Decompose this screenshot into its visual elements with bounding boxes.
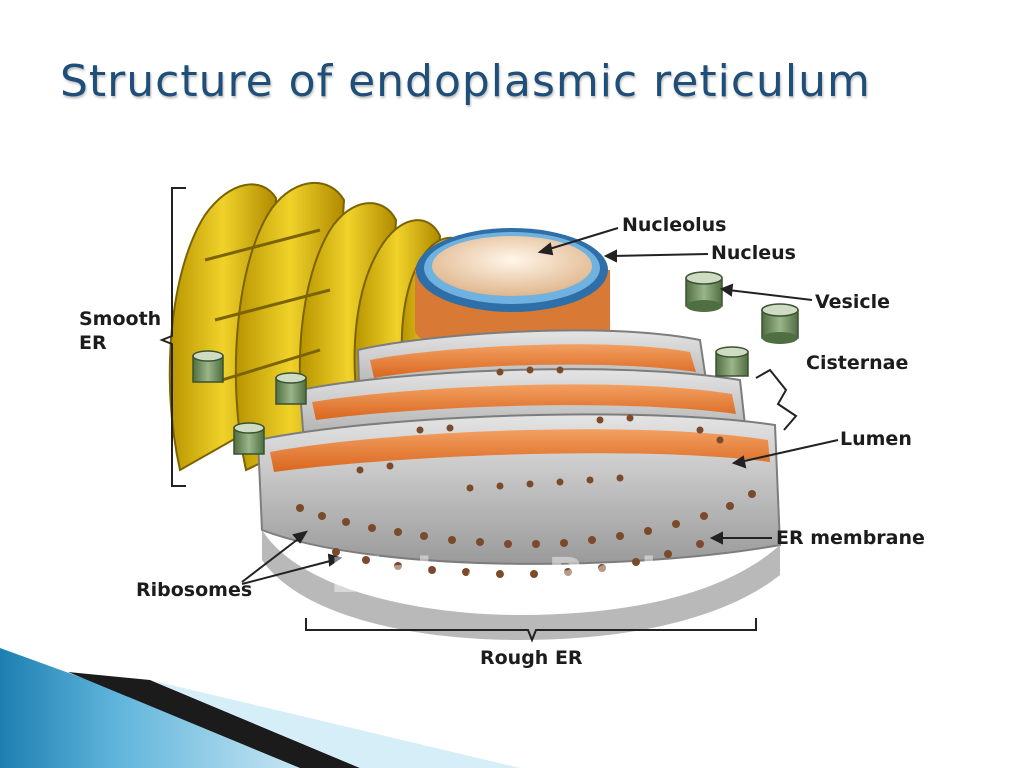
rough-er-illustration — [256, 329, 782, 640]
label-smooth-er: Smooth ER — [79, 308, 162, 354]
watermark-text: Biology Brain — [330, 548, 692, 604]
smooth-er-bracket — [159, 187, 186, 487]
pointer-arrows — [241, 227, 839, 585]
label-lumen: Lumen — [840, 428, 912, 450]
vesicle-shape — [192, 350, 224, 383]
vesicles-illustration — [192, 271, 799, 455]
label-vesicle: Vesicle — [815, 291, 891, 313]
decorative-corner-band — [0, 648, 520, 768]
label-ribosomes: Ribosomes — [136, 579, 253, 601]
ribosomes-illustration — [296, 366, 756, 578]
vesicle-shape — [761, 303, 799, 344]
vesicle-shape — [233, 422, 265, 455]
label-nucleolus: Nucleolus — [622, 214, 727, 236]
cisternae-bracket — [755, 368, 798, 431]
label-rough-er: Rough ER — [480, 647, 583, 669]
nucleus-illustration — [415, 228, 610, 353]
vesicle-shape — [685, 271, 723, 312]
slide-title: Structure of endoplasmic reticulum — [60, 56, 871, 107]
vesicle-shape — [275, 372, 307, 405]
label-nucleus: Nucleus — [711, 242, 796, 264]
label-cisternae: Cisternae — [806, 352, 909, 374]
label-er-membrane: ER membrane — [776, 527, 925, 549]
rough-er-bracket — [305, 618, 757, 643]
vesicle-shape — [715, 346, 749, 377]
